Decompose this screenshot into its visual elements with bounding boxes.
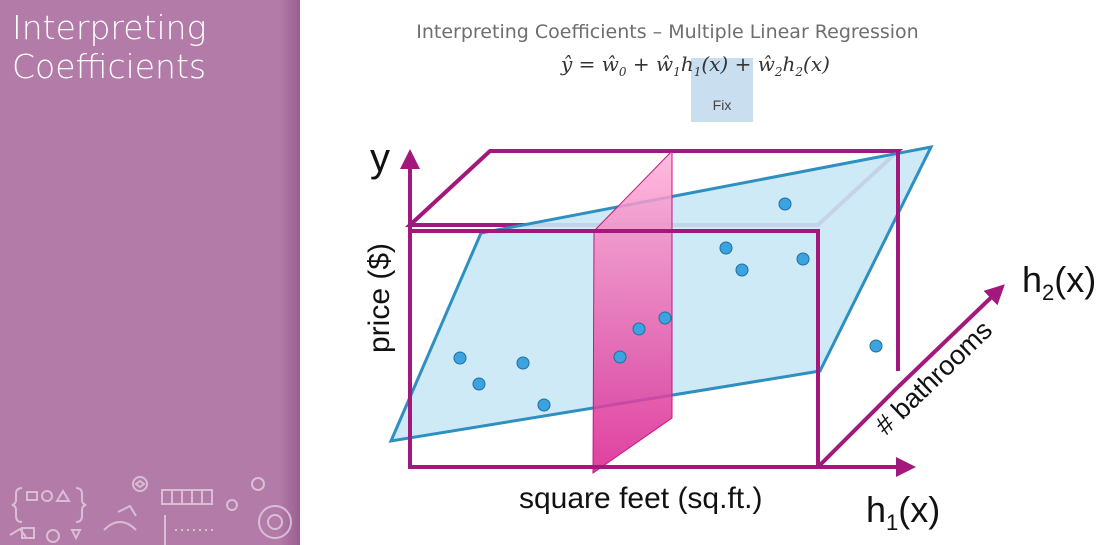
sidebar: Interpreting Coefficients [0, 0, 300, 545]
formula-lhs: ŷ [561, 52, 573, 76]
sidebar-title-line1: Interpreting [12, 8, 207, 47]
data-point [537, 398, 551, 412]
formula-w1: ŵ [656, 52, 674, 76]
h2-axis-label-sub: 2 [1042, 280, 1055, 306]
formula-plus2: + [728, 52, 758, 76]
data-points [453, 197, 883, 412]
h1-axis-label-h: h [866, 489, 887, 530]
formula-w2-sub: 2 [774, 65, 783, 79]
formula-h1-arg: (x) [701, 52, 729, 76]
regression-plane-diagram [388, 144, 1005, 477]
regression-formula: ŷ = ŵ0 + ŵ1h1(x) + ŵ2h2(x) [561, 52, 830, 79]
h2-axis-label: h2(x) [1022, 259, 1096, 306]
box-bottom-right-edge [816, 385, 900, 469]
sidebar-title: Interpreting Coefficients [12, 8, 206, 86]
h2-axis-label-h: h [1022, 259, 1043, 300]
formula-h1: h [680, 52, 694, 76]
formula-w0: ŵ [601, 52, 619, 76]
fix-label: Fix [712, 97, 732, 113]
price-axis-label: price ($) [363, 242, 396, 354]
fixed-slice-plane [592, 149, 673, 474]
h2-axis-arrow [896, 284, 1005, 389]
formula-w1-sub: 1 [673, 65, 681, 79]
formula-equals: = [572, 52, 602, 76]
fix-highlight [691, 58, 753, 122]
formula-plus1: + [626, 52, 657, 76]
formula-h2-sub: 2 [795, 65, 804, 79]
y-axis-label: y [370, 136, 390, 180]
data-point [778, 197, 792, 211]
data-point [632, 322, 646, 336]
data-point [869, 339, 883, 353]
h2-axis-label-arg: (x) [1054, 259, 1097, 300]
h1-axis-label-sub: 1 [886, 510, 899, 536]
h1-axis-label: h1(x) [866, 489, 940, 536]
decorative-shapes-icon [9, 476, 292, 545]
data-point [516, 356, 530, 370]
formula-h1-sub: 1 [693, 65, 702, 79]
data-point [453, 351, 467, 365]
data-point [658, 311, 672, 325]
formula-h2-arg: (x) [803, 52, 830, 76]
formula-w2: ŵ [757, 52, 775, 76]
formula-h2: h [782, 52, 796, 76]
data-point [735, 263, 749, 277]
data-point [719, 241, 733, 255]
formula-w0-sub: 0 [618, 65, 627, 79]
data-point [613, 350, 627, 364]
slide-heading: Interpreting Coefficients – Multiple Lin… [416, 21, 919, 43]
h1-axis-label-arg: (x) [898, 489, 941, 530]
box-front-face [408, 229, 820, 469]
data-point [472, 377, 486, 391]
data-point [796, 252, 810, 266]
sqft-axis-label: square feet (sq.ft.) [519, 482, 763, 515]
sidebar-title-line2: Coefficients [12, 47, 207, 86]
